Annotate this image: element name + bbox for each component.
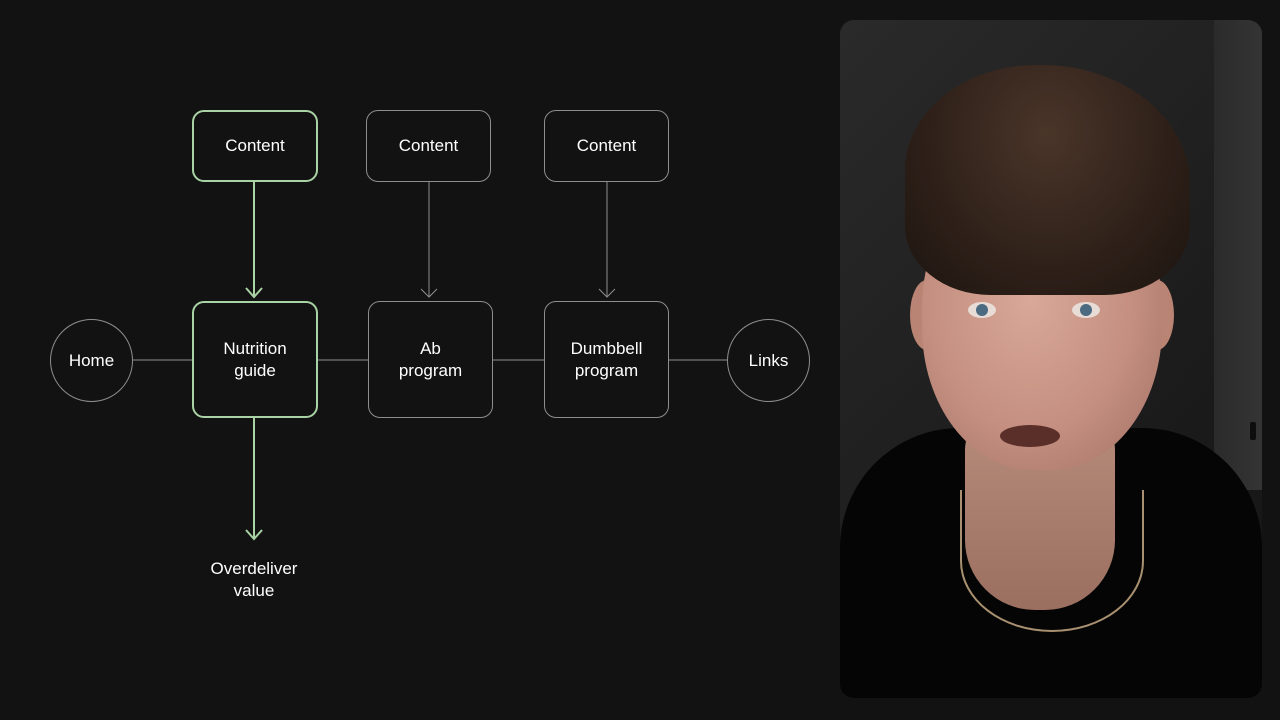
arrowhead-content-dumbbell <box>598 288 616 298</box>
arrowhead-content-nutrition <box>245 287 263 299</box>
dumbbell-program-node: Dumbbell program <box>544 301 669 418</box>
ab-program-label: Ab program <box>398 338 463 380</box>
links-node: Links <box>727 319 810 402</box>
nutrition-guide-label: Nutrition guide <box>223 338 287 380</box>
links-node-label: Links <box>748 350 789 370</box>
ab-program-node: Ab program <box>368 301 493 418</box>
outcome-label: Overdeliver value <box>194 558 314 602</box>
presenter-eye-left <box>968 302 996 318</box>
nutrition-guide-node: Nutrition guide <box>192 301 318 418</box>
door-handle <box>1250 422 1256 440</box>
content-node-label: Content <box>576 136 637 155</box>
dumbbell-program-label: Dumbbell program <box>570 338 643 380</box>
content-node-label: Content <box>225 136 285 155</box>
presenter-webcam-feed <box>840 20 1262 698</box>
presenter-eye-right <box>1072 302 1100 318</box>
arrowhead-nutrition-outcome <box>245 529 263 541</box>
content-node-dumbbell: Content <box>544 110 669 182</box>
diagram-connectors <box>133 182 727 541</box>
content-node-nutrition: Content <box>192 110 318 182</box>
arrowhead-content-ab <box>420 288 438 298</box>
content-node-label: Content <box>398 136 459 155</box>
funnel-diagram: Content Content Content Home Nutrition g… <box>50 110 810 602</box>
presenter-hair <box>905 65 1190 295</box>
presenter-mouth <box>1000 425 1060 447</box>
background-door <box>1214 20 1262 490</box>
home-node-label: Home <box>68 350 115 370</box>
outcome-text: Overdeliver value <box>210 559 298 600</box>
presenter-necklace <box>960 490 1144 632</box>
content-node-ab: Content <box>366 110 491 182</box>
home-node: Home <box>50 319 133 402</box>
